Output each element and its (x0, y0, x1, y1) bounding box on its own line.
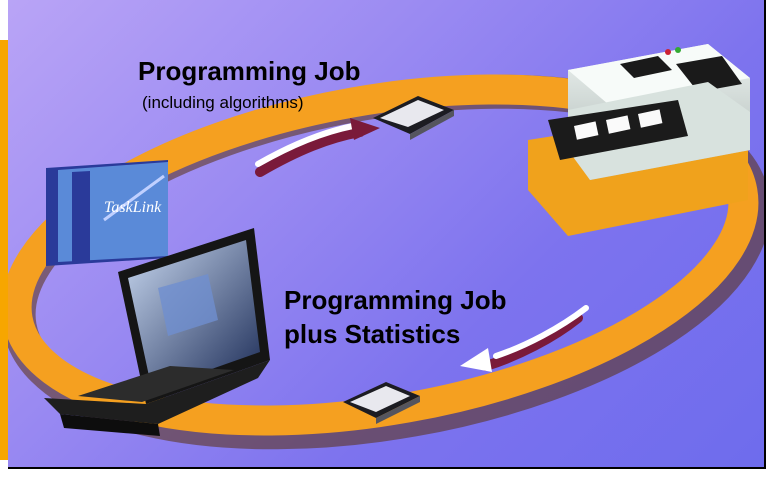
software-box-text: TaskLink (104, 199, 162, 216)
upload-label-title: Programming Job (138, 56, 361, 86)
download-arrow (460, 305, 589, 372)
device-programmer-icon (528, 44, 750, 236)
diagram-panel: TaskLink Programming Job (including algo… (8, 0, 766, 469)
memory-card-bottom-icon (343, 382, 420, 424)
upload-label-subtitle: (including algorithms) (142, 93, 304, 112)
download-label-line2: plus Statistics (284, 319, 461, 349)
laptop-icon (44, 228, 270, 436)
upload-arrow (255, 118, 380, 177)
left-accent-bar (0, 40, 8, 460)
software-box-icon: TaskLink (46, 160, 168, 266)
memory-card-top-icon (373, 96, 454, 140)
download-label-line1: Programming Job (284, 285, 507, 315)
diagram-graphics: TaskLink (8, 44, 764, 450)
